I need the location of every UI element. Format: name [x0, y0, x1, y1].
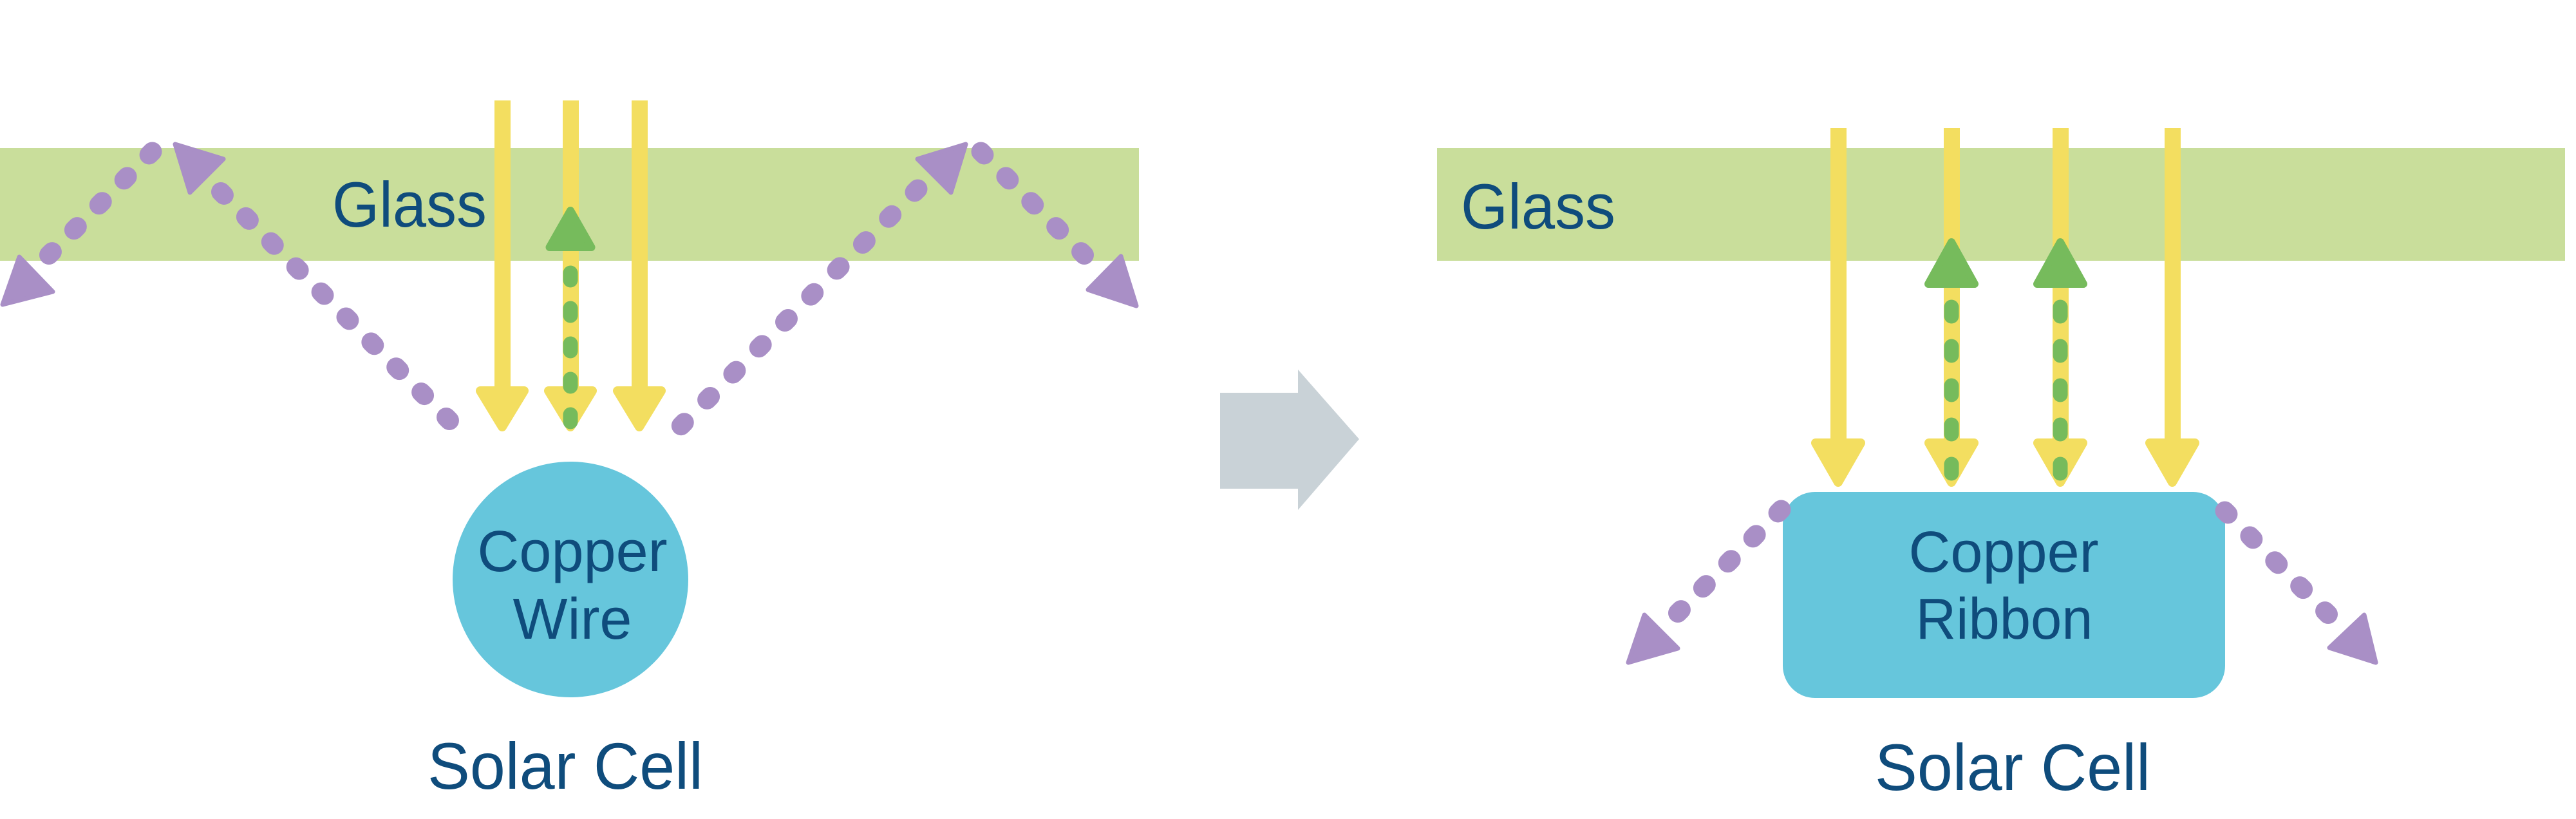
svg-text:Copper: Copper [477, 520, 667, 584]
svg-text:Solar Cell: Solar Cell [1875, 731, 2150, 804]
svg-text:Copper: Copper [1908, 520, 2098, 585]
svg-text:Glass: Glass [1461, 171, 1615, 242]
svg-text:Glass: Glass [332, 169, 487, 240]
svg-text:Solar Cell: Solar Cell [428, 730, 703, 803]
svg-text:Ribbon: Ribbon [1916, 587, 2093, 652]
svg-text:Wire: Wire [513, 587, 632, 652]
